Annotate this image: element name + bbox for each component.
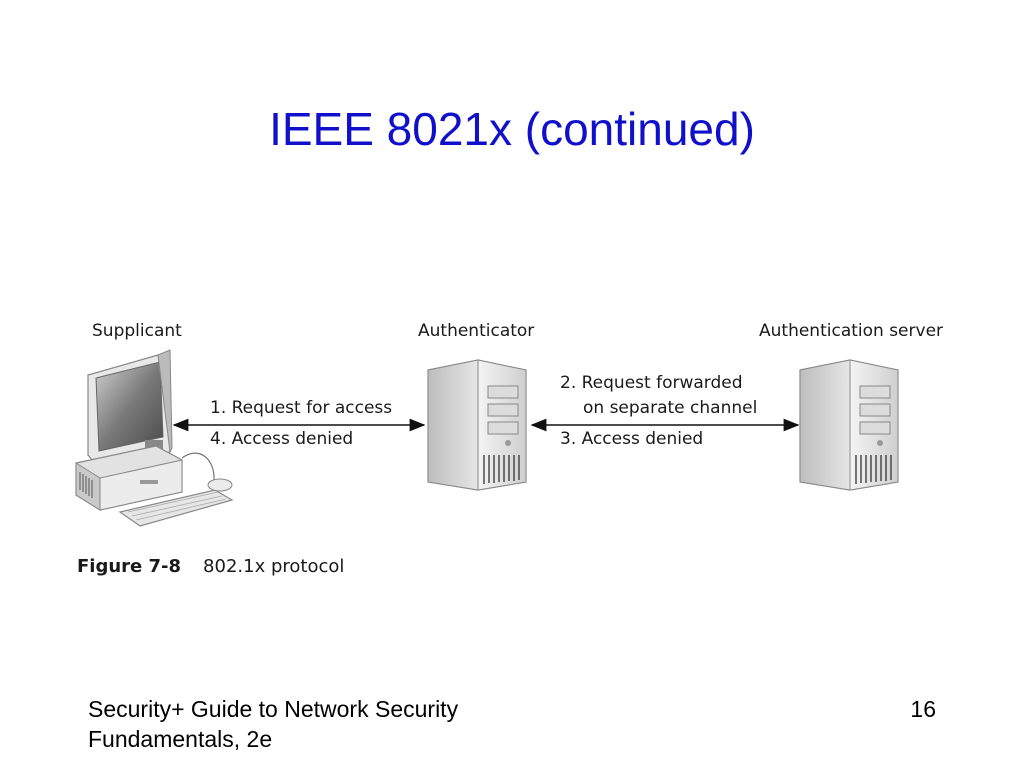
authentication-server-label: Authentication server: [759, 321, 944, 341]
supplicant-label: Supplicant: [92, 321, 182, 341]
access-denied-message-right: 3. Access denied: [560, 429, 704, 449]
request-for-access-message: 1. Request for access: [210, 398, 393, 418]
supplicant-computer-icon: [75, 349, 234, 527]
slide-title: IEEE 8021x (continued): [269, 103, 755, 155]
page-number: 16: [910, 696, 936, 722]
figure-caption-text: 802.1x protocol: [203, 556, 345, 577]
figure-number: Figure 7-8: [77, 556, 182, 577]
footer-book-title: Security+ Guide to Network Security Fund…: [88, 694, 458, 754]
figure-caption: Figure 7-8 802.1x protocol: [77, 556, 344, 577]
authenticator-label: Authenticator: [418, 321, 535, 341]
authenticator-server-icon: [427, 359, 527, 491]
separate-channel-message: on separate channel: [583, 398, 758, 418]
footer-title-line-2: Fundamentals, 2e: [88, 726, 273, 752]
authentication-server-icon: [799, 359, 899, 491]
footer-title-line-1: Security+ Guide to Network Security: [88, 696, 459, 722]
access-denied-message-left: 4. Access denied: [210, 429, 354, 449]
request-forwarded-message: 2. Request forwarded: [560, 373, 743, 393]
